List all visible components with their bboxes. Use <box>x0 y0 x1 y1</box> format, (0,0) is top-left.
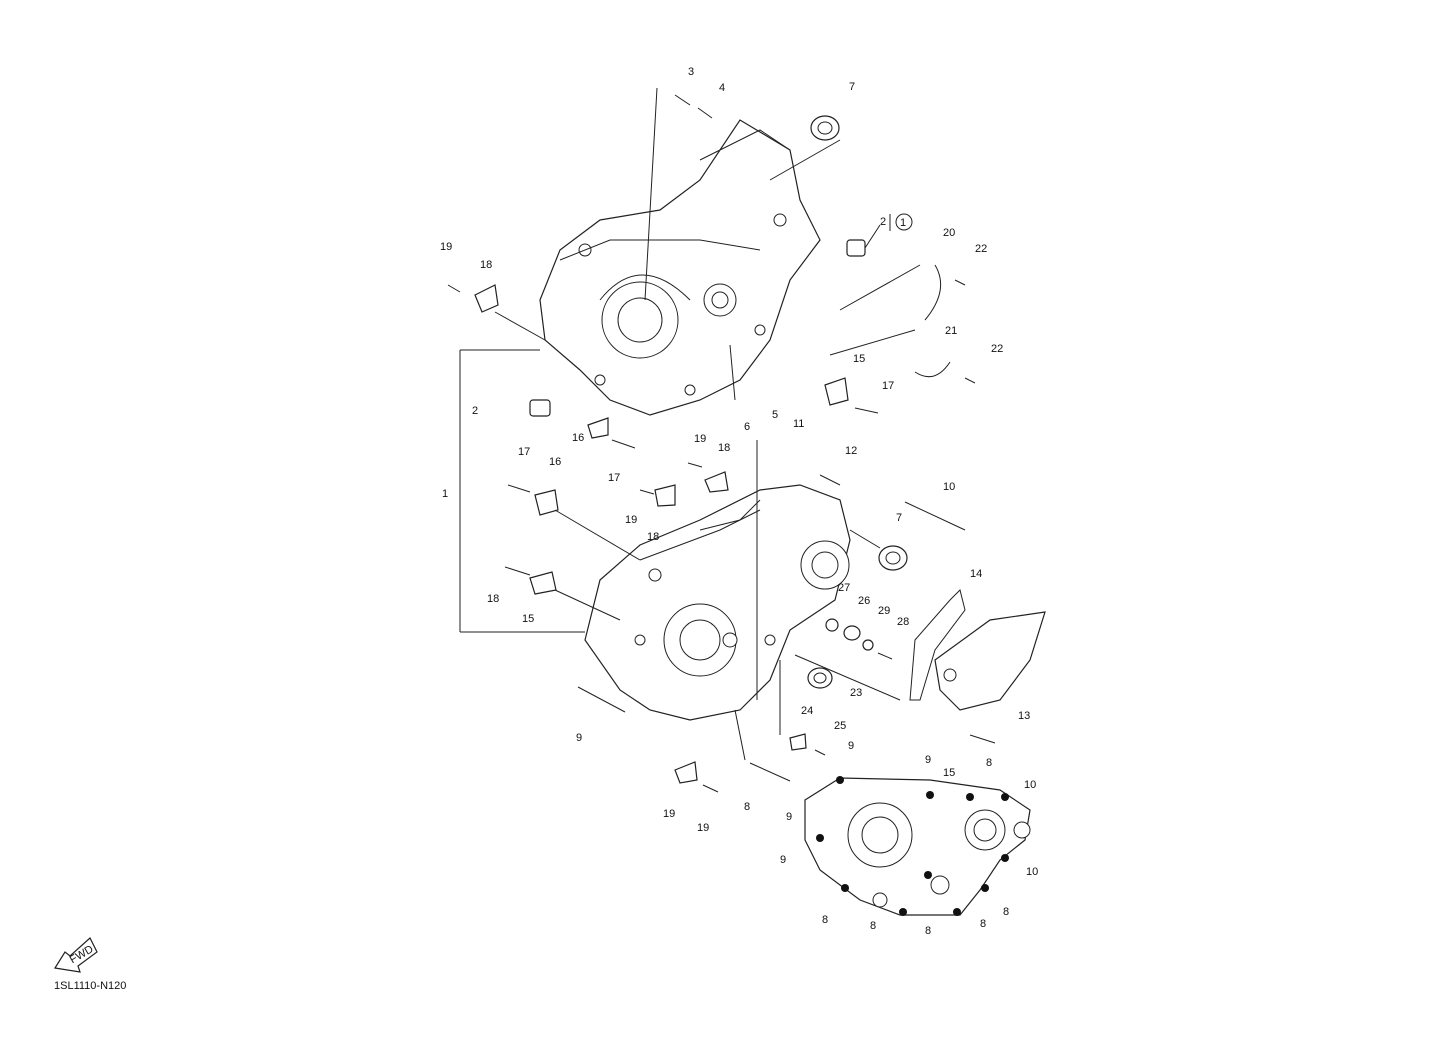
callout-label: 29 <box>878 605 890 617</box>
callout-label: 24 <box>801 705 813 717</box>
callout-label: 15 <box>853 353 865 365</box>
callout-label: 9 <box>780 854 786 866</box>
callout-label: 28 <box>897 616 909 628</box>
callout-label: 9 <box>848 740 854 752</box>
upper-crankcase-half <box>539 119 821 416</box>
callout-label: 17 <box>882 380 894 392</box>
callout-label: 9 <box>786 811 792 823</box>
callout-label: 12 <box>845 445 857 457</box>
callout-label: 18 <box>718 442 730 454</box>
callout-label: 8 <box>744 801 750 813</box>
callout-label: 20 <box>943 227 955 239</box>
callout-label: 22 <box>991 343 1003 355</box>
circled-reference-label: 1 <box>900 217 906 229</box>
lower-crankcase-half <box>584 484 851 721</box>
callout-label: 22 <box>975 243 987 255</box>
callout-labels: 1 2 2 3 4 5 6 7 7 8 8 8 8 8 8 8 9 9 9 9 … <box>440 66 1038 937</box>
callout-label: 10 <box>1026 866 1038 878</box>
callout-label: 8 <box>925 925 931 937</box>
callout-label: 9 <box>925 754 931 766</box>
circled-reference: 1 <box>889 213 913 231</box>
callout-label: 10 <box>943 481 955 493</box>
diagram-code: 1SL1110-N120 <box>54 980 127 992</box>
callout-label: 7 <box>849 81 855 93</box>
callout-label: 8 <box>980 918 986 930</box>
callout-label: 5 <box>772 409 778 421</box>
callout-label: 10 <box>1024 779 1036 791</box>
callout-label: 9 <box>576 732 582 744</box>
callout-label: 15 <box>522 613 534 625</box>
callout-label: 18 <box>480 259 492 271</box>
callout-label: 13 <box>1018 710 1030 722</box>
callout-label: 7 <box>896 512 902 524</box>
callout-label: 19 <box>663 808 675 820</box>
callout-label: 18 <box>487 593 499 605</box>
small-parts <box>447 87 996 793</box>
callout-label: 19 <box>694 433 706 445</box>
callout-label: 27 <box>838 582 850 594</box>
callout-label: 15 <box>943 767 955 779</box>
callout-label: 8 <box>986 757 992 769</box>
callout-label: 1 <box>442 488 448 500</box>
callout-label: 19 <box>625 514 637 526</box>
callout-label: 14 <box>970 568 982 580</box>
callout-label: 26 <box>858 595 870 607</box>
callout-label: 17 <box>518 446 530 458</box>
callout-label: 19 <box>697 822 709 834</box>
callout-label: 8 <box>870 920 876 932</box>
callout-label: 3 <box>688 66 694 78</box>
callout-label: 21 <box>945 325 957 337</box>
callout-label: 4 <box>719 82 725 94</box>
callout-label: 2 <box>880 216 886 228</box>
callout-label: 16 <box>572 432 584 444</box>
callout-label: 18 <box>647 531 659 543</box>
callout-label: 17 <box>608 472 620 484</box>
callout-label: 25 <box>834 720 846 732</box>
crankcase-mating-face <box>804 776 1031 916</box>
callout-label: 2 <box>472 405 478 417</box>
callout-label: 16 <box>549 456 561 468</box>
callout-label: 23 <box>850 687 862 699</box>
callout-label: 19 <box>440 241 452 253</box>
fwd-arrow-icon: FWD <box>54 937 98 973</box>
callout-label: 11 <box>793 418 804 430</box>
callout-label: 8 <box>1003 906 1009 918</box>
callout-label: 6 <box>744 421 750 433</box>
chain-guard <box>909 589 1046 711</box>
callout-label: 8 <box>822 914 828 926</box>
